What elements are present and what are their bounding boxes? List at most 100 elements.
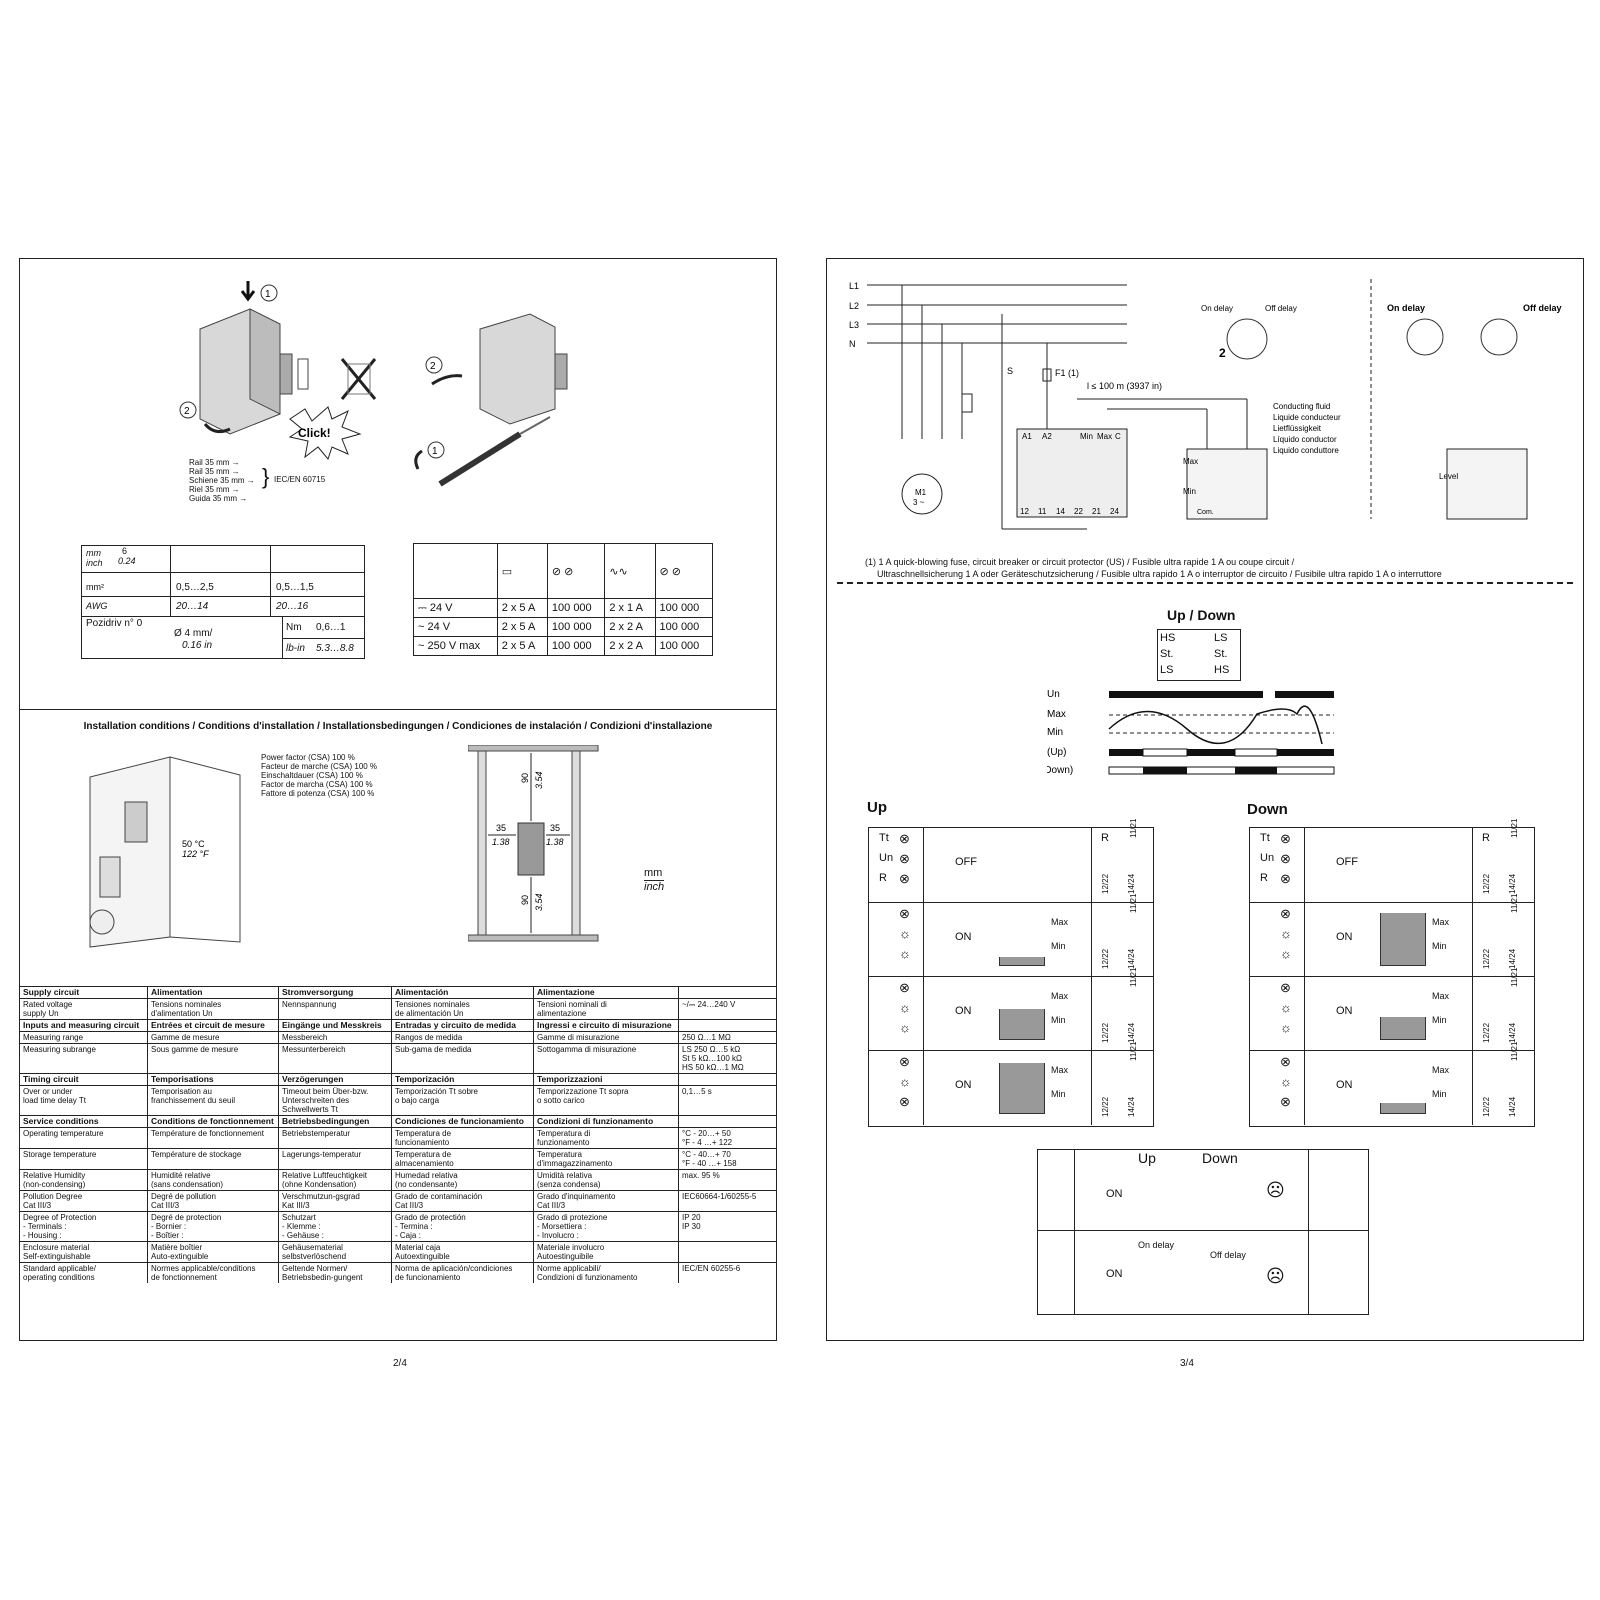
awg-range-1: 20…14	[176, 601, 209, 612]
unit-inch-label: inch	[644, 880, 665, 893]
svg-text:2: 2	[184, 406, 190, 417]
svg-text:90: 90	[520, 773, 530, 783]
spec-row: Degree of Protection - Terminals : - Hou…	[20, 1211, 776, 1241]
wiring-diagram: L1 L2 L3 N S F1 (1) l ≤ 100 m (3937 in) …	[849, 279, 1562, 530]
svg-text:L1: L1	[849, 281, 859, 291]
din-rail-mounting-illustration: Click! 12 21	[179, 281, 568, 487]
svg-text:35: 35	[550, 823, 560, 833]
svg-text:N: N	[849, 339, 856, 349]
resistive-icon: ▭	[496, 543, 548, 599]
svg-text:22: 22	[1074, 507, 1083, 516]
svg-text:122 °F: 122 °F	[182, 849, 209, 859]
wire-range-1: 0,5…2,5	[176, 582, 214, 593]
indicator-icon: ⊗	[899, 980, 910, 995]
svg-text:11: 11	[1038, 507, 1047, 516]
power-factor-list: Power factor (CSA) 100 % Facteur de marc…	[261, 753, 378, 798]
wire-range-2: 0,5…1,5	[276, 582, 314, 593]
up-title: Up	[867, 799, 887, 816]
svg-text:21: 21	[1092, 507, 1101, 516]
fuse-note-2: Ultraschnellsicherung 1 A oder Gerätesch…	[877, 569, 1442, 579]
page-number-right: 3/4	[1180, 1358, 1194, 1369]
svg-text:Level: Level	[1439, 472, 1458, 481]
tank-level	[1380, 1103, 1426, 1114]
svg-text:Lietflüssigkeit: Lietflüssigkeit	[1273, 424, 1322, 433]
off-label: OFF	[955, 856, 977, 868]
svg-text:Min: Min	[1183, 487, 1196, 496]
indicator-icon: ☼	[1280, 1000, 1292, 1015]
indicator-icon: ☼	[1280, 946, 1292, 961]
indicator-icon: ☼	[899, 1000, 911, 1015]
indicator-icon: ⊗	[1280, 1094, 1291, 1109]
svg-text:C: C	[1115, 432, 1121, 441]
unit-inch: inch	[86, 558, 103, 568]
contact-icon: ⊘ ⊘	[546, 543, 606, 599]
indicator-icon: ⊗	[1280, 851, 1291, 866]
svg-text:3.54: 3.54	[534, 893, 544, 911]
indicator-icon: ⊗	[899, 1094, 910, 1109]
strip-length-in: 0.24	[118, 556, 136, 566]
svg-text:Min: Min	[1080, 432, 1093, 441]
updown-knob: HS LS St. St. LS HS	[1157, 629, 1241, 681]
awg-label: AWG	[86, 601, 108, 611]
on-label: ON	[955, 1079, 972, 1091]
on-label: ON	[955, 931, 972, 943]
svg-text:On delay: On delay	[1201, 304, 1233, 313]
svg-text:S: S	[1007, 366, 1013, 376]
indicator-icon: ⊗	[899, 831, 910, 846]
svg-text:R (Down): R (Down)	[1047, 765, 1073, 776]
svg-text:A2: A2	[1042, 432, 1052, 441]
down-title: Down	[1247, 801, 1288, 818]
spacing-diagram: 90 3.54 90 3.54 35 1.38 35 1.38	[468, 745, 599, 942]
svg-text:R (Up): R (Up)	[1047, 747, 1066, 758]
torque-nm-label: Nm	[286, 622, 302, 633]
svg-text:Max: Max	[1183, 457, 1198, 466]
tank-level	[999, 1009, 1045, 1040]
svg-text:3.54: 3.54	[534, 771, 544, 789]
cabinet-illustration: 50 °C 122 °F	[89, 756, 241, 948]
right-page: L1 L2 L3 N S F1 (1) l ≤ 100 m (3937 in) …	[826, 258, 1584, 1341]
svg-text:l ≤ 100 m (3937 in): l ≤ 100 m (3937 in)	[1087, 381, 1162, 391]
torque-lbin-value: 5.3…8.8	[316, 643, 354, 654]
svg-text:12: 12	[1020, 507, 1029, 516]
svg-text:On delay: On delay	[1387, 303, 1425, 313]
indicator-icon: ⊗	[1280, 831, 1291, 846]
fault-on-2: ON	[1106, 1268, 1123, 1280]
indicator-icon: ⊗	[1280, 1054, 1291, 1069]
svg-text:1.38: 1.38	[492, 837, 510, 847]
torque-nm-value: 0,6…1	[316, 622, 346, 633]
indicator-icon: ⊗	[1280, 906, 1291, 921]
sad-face-icon: ☹	[1266, 1266, 1285, 1286]
tank-level	[999, 1063, 1045, 1114]
rail-list: Rail 35 mm → Rail 35 mm → Schiene 35 mm …	[189, 458, 255, 503]
fault-panel: ON ON Up Down ☹ ☹ On delay Off delay	[1037, 1149, 1369, 1315]
indicator-icon: ⊗	[1280, 980, 1291, 995]
indicator-icon: ⊗	[899, 871, 910, 886]
svg-text:35: 35	[496, 823, 506, 833]
svg-text:1.38: 1.38	[546, 837, 564, 847]
sad-face-icon: ☹	[1266, 1180, 1285, 1200]
svg-text:L2: L2	[849, 301, 859, 311]
svg-text:90: 90	[520, 895, 530, 905]
svg-text:Off delay: Off delay	[1265, 304, 1297, 313]
on-label: ON	[1336, 1005, 1353, 1017]
svg-text:2: 2	[430, 361, 436, 372]
